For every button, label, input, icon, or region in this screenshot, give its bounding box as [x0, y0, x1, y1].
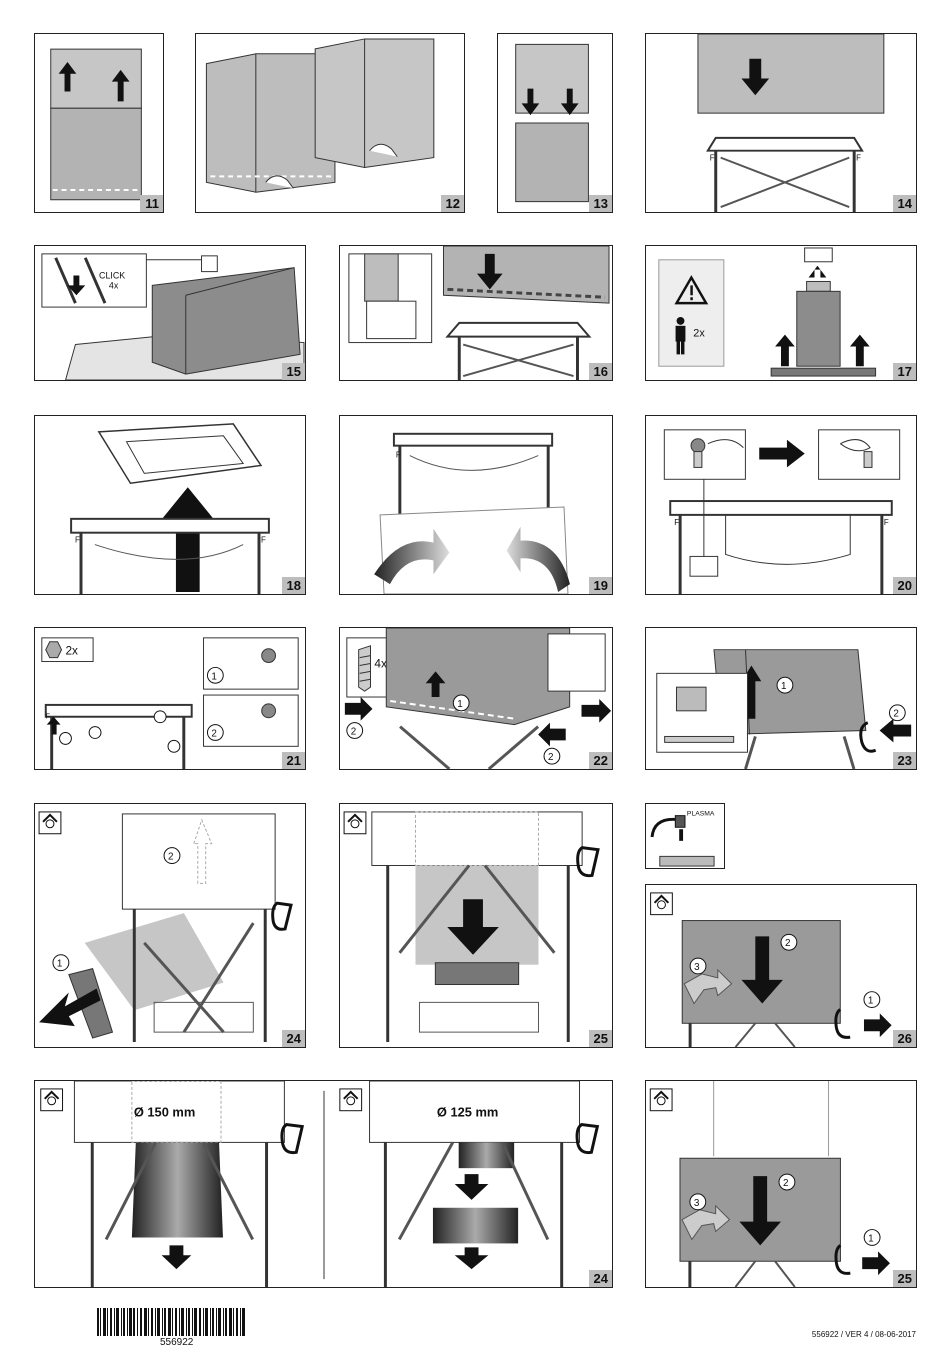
step-number: 23	[892, 752, 916, 769]
step-number: 19	[588, 577, 612, 594]
step-number: 26	[892, 1030, 916, 1047]
step-16-panel: 16	[339, 245, 613, 381]
step-22-illustration: 4x 1 2 2	[344, 628, 612, 769]
step-number: 22	[588, 752, 612, 769]
step-number: 14	[892, 195, 916, 212]
step-number: 16	[588, 363, 612, 380]
step-13-panel: 13	[497, 33, 613, 213]
version-info: 556922 / VER 4 / 08-06-2017	[811, 1330, 916, 1339]
step-24a-panel: 2 1 24	[34, 803, 306, 1048]
frame-mark-left: F	[674, 518, 679, 527]
callout-1: 1	[868, 1233, 874, 1244]
step-25a-panel: 25	[339, 803, 613, 1048]
persons-count: 2x	[693, 328, 705, 340]
frame-mark-left: F	[710, 154, 715, 163]
click-count: 4x	[109, 280, 119, 290]
plasma-inset: PLASMA	[645, 803, 725, 869]
screws-count: 4x	[374, 656, 387, 670]
barcode-number: 556922	[160, 1337, 194, 1348]
step-19-illustration: F	[374, 432, 570, 594]
callout-2b: 2	[548, 752, 553, 763]
diameter-150: Ø 150 mm	[134, 1105, 195, 1120]
step-14-illustration: F F	[697, 34, 885, 212]
frame-mark-left: F	[46, 714, 50, 721]
step-17-panel: 2x 17	[645, 245, 917, 381]
step-number: 24	[281, 1030, 305, 1047]
step-number: 17	[892, 363, 916, 380]
step-11-illustration	[50, 48, 142, 201]
step-23-illustration: 1 2	[656, 649, 912, 769]
step-21-illustration: 2x 1 2 F	[41, 637, 299, 769]
step-number: 11	[140, 195, 163, 212]
callout-3: 3	[694, 1198, 700, 1209]
step-15-illustration: CLICK 4x	[41, 253, 305, 380]
callout-1: 1	[211, 671, 216, 682]
step-number: 24	[588, 1270, 612, 1287]
step-24b-panel: Ø 150 mm Ø 125 mm 24	[34, 1080, 613, 1288]
diameter-125: Ø 125 mm	[437, 1105, 498, 1120]
step-26-panel: 2 3 1 26	[645, 884, 917, 1048]
callout-1: 1	[457, 699, 462, 710]
step-25b-illustration: 2 3 1	[649, 1081, 890, 1287]
frame-mark-right: F	[884, 518, 889, 527]
nuts-count: 2x	[65, 644, 78, 658]
step-14-panel: F F 14	[645, 33, 917, 213]
step-19-panel: F 19	[339, 415, 613, 595]
callout-1: 1	[57, 959, 63, 970]
frame-mark-left: F	[75, 536, 80, 545]
step-23-panel: 1 2 23	[645, 627, 917, 770]
step-16-illustration	[348, 246, 610, 380]
callout-1: 1	[868, 996, 873, 1007]
step-12-illustration	[205, 38, 435, 193]
frame-mark-right: F	[856, 154, 861, 163]
barcode	[97, 1308, 245, 1336]
step-17-illustration: 2x	[658, 247, 877, 377]
step-25b-panel: 2 3 1 25	[645, 1080, 917, 1288]
step-22-panel: 4x 1 2 2 22	[339, 627, 613, 770]
step-13-illustration	[515, 43, 589, 203]
step-number: 13	[588, 195, 612, 212]
step-number: 20	[892, 577, 916, 594]
callout-1: 1	[781, 681, 786, 692]
callout-2: 2	[785, 938, 790, 949]
callout-3: 3	[694, 962, 700, 973]
step-24b-illustration: Ø 150 mm Ø 125 mm	[40, 1081, 600, 1287]
frame-mark-right: F	[261, 536, 266, 545]
step-15-panel: CLICK 4x 15	[34, 245, 306, 381]
step-24a-illustration: 2 1	[38, 811, 293, 1043]
step-number: 21	[281, 752, 305, 769]
callout-2: 2	[351, 726, 356, 737]
step-number: 15	[281, 363, 305, 380]
step-20-panel: F F 20	[645, 415, 917, 595]
click-label: CLICK	[99, 271, 125, 281]
callout-2: 2	[211, 728, 216, 739]
step-26-illustration: 2 3 1	[650, 892, 892, 1047]
plasma-illustration: PLASMA	[650, 811, 715, 867]
step-21-panel: 2x 1 2 F 21	[34, 627, 306, 770]
frame-mark-left: F	[396, 451, 401, 460]
callout-2: 2	[168, 852, 174, 863]
step-18-illustration: F F	[70, 423, 270, 594]
step-number: 12	[440, 195, 464, 212]
step-number: 25	[892, 1270, 916, 1287]
step-number: 25	[588, 1030, 612, 1047]
step-18-panel: F F 18	[34, 415, 306, 595]
step-12-panel: 12	[195, 33, 465, 213]
plasma-label: PLASMA	[687, 811, 715, 818]
callout-2: 2	[893, 709, 898, 720]
callout-2: 2	[783, 1178, 789, 1189]
step-11-panel: 11	[34, 33, 164, 213]
step-number: 18	[281, 577, 305, 594]
step-20-illustration: F F	[663, 429, 901, 594]
step-25a-illustration	[343, 811, 600, 1043]
